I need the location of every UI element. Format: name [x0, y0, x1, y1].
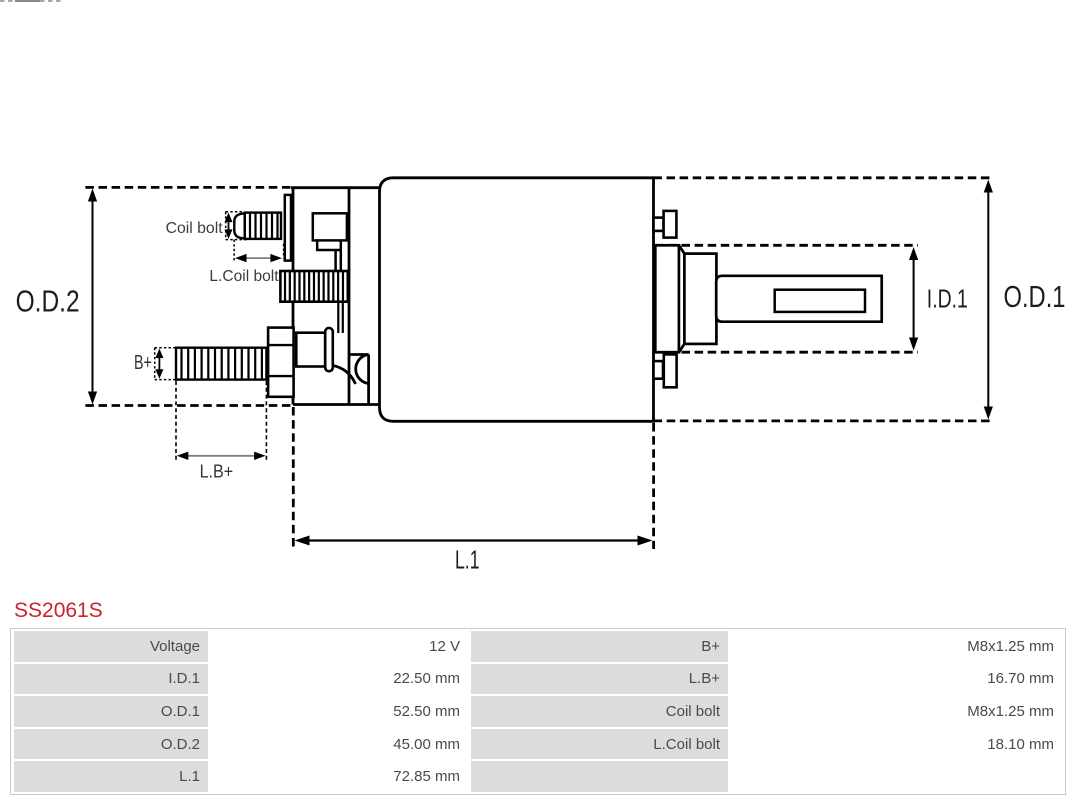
svg-text:I.D.1: I.D.1 [927, 283, 968, 313]
svg-text:Coil bolt: Coil bolt [166, 220, 224, 237]
svg-text:O.D.2: O.D.2 [16, 284, 80, 319]
svg-text:L.Coil bolt: L.Coil bolt [209, 268, 279, 285]
svg-text:L.1: L.1 [455, 544, 480, 574]
svg-text:B+: B+ [134, 352, 152, 374]
svg-text:L.B+: L.B+ [200, 461, 234, 482]
svg-text:O.D.1: O.D.1 [1004, 279, 1066, 314]
